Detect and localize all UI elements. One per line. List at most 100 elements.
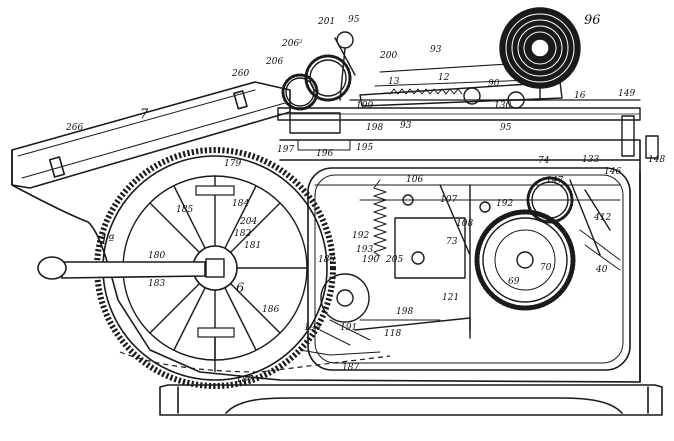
ref-93a: 93: [430, 45, 442, 55]
ref-190: 190: [362, 255, 379, 265]
ref-199: 199: [356, 101, 373, 111]
roll-wind-3: [517, 25, 563, 71]
tray-bracket-right: [233, 90, 248, 110]
ref-186: 186: [262, 305, 279, 315]
spring-12: [389, 88, 463, 95]
ref-197: 197: [277, 145, 294, 155]
tray-lower-edge: [21, 102, 286, 179]
ref-183: 183: [148, 279, 165, 289]
tray-body: [11, 81, 291, 189]
base-plinth: [159, 384, 663, 416]
arm-118: [299, 349, 381, 356]
ref-179: 179: [224, 159, 241, 169]
roll-feed: [500, 88, 541, 101]
ref-194: 194: [304, 323, 321, 333]
ref-187b: 187: [342, 363, 359, 373]
roller-assembly: [277, 31, 659, 159]
gear-clamp-bottom: [197, 327, 235, 338]
ref-198b: 198: [396, 307, 413, 317]
gear-74-teeth: [526, 176, 574, 224]
ref-90: 90: [488, 79, 500, 89]
ref-1a: 1ª: [100, 233, 114, 248]
spring-192: [373, 179, 387, 257]
frame-window-inner: [314, 174, 624, 364]
ref-193: 193: [356, 245, 373, 255]
ref-107: 107: [440, 195, 457, 205]
ref-95a: 95: [348, 15, 360, 25]
ref-204: 204: [239, 217, 257, 227]
ref-121: 121: [442, 293, 459, 303]
gear-69: [482, 217, 568, 303]
ref-184: 184: [232, 199, 249, 209]
ref-73: 73: [446, 237, 458, 247]
roll-spindle: [530, 38, 550, 58]
ref-16: 16: [574, 91, 586, 101]
right-knob: [645, 135, 659, 159]
roll-wind-1: [505, 13, 575, 83]
ref-192a: 192: [496, 199, 513, 209]
cam-189: [320, 273, 370, 323]
ref-130: 130: [494, 101, 511, 111]
plate-205: [394, 217, 466, 279]
gear-201-teeth: [304, 54, 352, 102]
ref-187a: 187: [236, 375, 253, 385]
frame-window-outer: [307, 167, 631, 371]
right-post: [621, 115, 635, 157]
ref-266: 266: [65, 123, 83, 133]
ref-196: 196: [316, 149, 333, 159]
ref-191: 191: [340, 323, 357, 333]
lever-148: [569, 179, 611, 256]
gear-69-inner: [494, 229, 556, 291]
gear-206: [285, 77, 315, 107]
link-412: [579, 229, 621, 271]
roll-wind-4: [523, 31, 557, 65]
reference-numerals: 201 95 96 206² 200 93 260 206 13 12 90 1…: [65, 13, 665, 385]
plate-pin: [411, 251, 425, 265]
ref-195: 195: [356, 143, 373, 153]
gear-clamp-top: [195, 185, 235, 196]
link-194: [319, 319, 371, 346]
ref-201: 201: [317, 17, 335, 27]
frame-outline: [11, 149, 641, 383]
roll-wind-2: [511, 19, 569, 77]
ref-108: 108: [456, 219, 473, 229]
ref-149: 149: [618, 89, 635, 99]
tray-bracket-left: [48, 156, 66, 178]
ref-205: 205: [385, 255, 403, 265]
ref-74: 74: [538, 156, 550, 166]
base: [159, 384, 663, 416]
ref-69: 69: [508, 277, 520, 287]
ref-200: 200: [379, 51, 397, 61]
ref-146: 146: [604, 167, 621, 177]
ref-260: 260: [231, 69, 249, 79]
gear-square-shaft: [205, 258, 225, 278]
ref-96: 96: [584, 13, 601, 28]
base-arch: [225, 397, 623, 414]
ref-93b: 93: [400, 121, 412, 131]
ref-118: 118: [384, 329, 401, 339]
ref-70: 70: [540, 263, 552, 273]
block-198: [289, 112, 341, 134]
ref-95b: 95: [500, 123, 512, 133]
base-feet: [177, 386, 649, 414]
gear-69-teeth: [474, 209, 576, 311]
ref-12: 12: [438, 73, 450, 83]
ref-2062: 206²: [281, 39, 303, 49]
feed-tray: [11, 81, 291, 189]
window-internals: [299, 176, 621, 356]
ref-6: 6: [236, 281, 244, 296]
block-195: [297, 139, 351, 151]
crank-handle: [37, 256, 67, 280]
ref-133: 133: [582, 155, 599, 165]
roller-90: [463, 87, 481, 105]
upper-linkage: [334, 37, 356, 101]
ref-13: 13: [388, 77, 400, 87]
crank-arm: [61, 261, 206, 279]
ref-40: 40: [595, 265, 608, 275]
ref-206: 206: [265, 57, 283, 67]
shaft-70: [516, 251, 534, 269]
ref-412: 412: [593, 213, 611, 223]
ref-181: 181: [244, 241, 261, 251]
ref-7: 7: [140, 107, 149, 122]
